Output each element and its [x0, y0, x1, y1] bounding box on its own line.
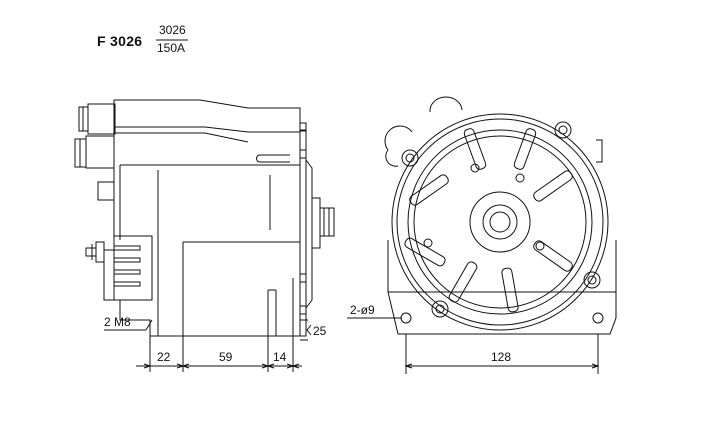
side-view	[75, 100, 334, 340]
bracket-offset-dim: 25	[313, 324, 327, 338]
type-code: 3026	[159, 23, 186, 37]
dim-59: 59	[219, 350, 233, 364]
front-view	[385, 97, 616, 334]
hole-callout: 2-ø9	[350, 303, 375, 317]
front-dimensions	[347, 318, 598, 374]
fraction-bar	[156, 39, 190, 41]
thread-callout: 2 M8	[104, 315, 131, 329]
dim-14: 14	[273, 350, 287, 364]
side-dimensions	[104, 320, 302, 372]
model-title: F 3026	[97, 33, 143, 49]
rating: 150A	[157, 41, 186, 55]
dim-22: 22	[157, 350, 171, 364]
dim-128: 128	[491, 350, 512, 364]
